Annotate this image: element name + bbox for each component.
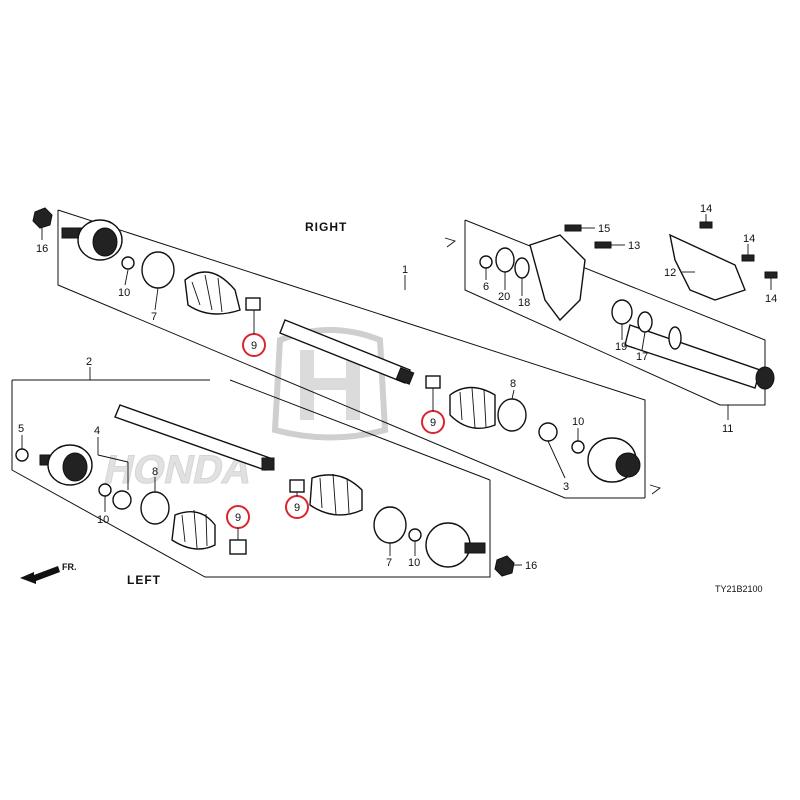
circlip-17 (637, 311, 653, 333)
callout-9: 9 (251, 340, 257, 352)
band-9a (245, 297, 261, 311)
right-bearing-frame (464, 219, 766, 406)
callout-4: 4 (94, 425, 100, 437)
callout-14: 14 (765, 293, 777, 305)
boot-band-7-left (373, 506, 407, 544)
nut-16-right (32, 207, 53, 229)
band-9c (289, 479, 305, 493)
spider-4 (112, 490, 132, 510)
circlip-6 (479, 255, 493, 269)
callout-14: 14 (700, 203, 712, 215)
callout-8: 8 (152, 466, 158, 478)
right-outer-cv-joint (61, 219, 123, 261)
callout-10: 10 (118, 287, 130, 299)
callout-15: 15 (598, 223, 610, 235)
heat-shield-12 (669, 233, 746, 301)
front-arrow-icon (20, 566, 60, 584)
right-assembly-frame (57, 210, 645, 499)
arrow-right-frame (444, 237, 456, 248)
left-driveshaft (114, 404, 275, 471)
boot-band-7-right (141, 251, 175, 289)
spider-3 (538, 422, 558, 442)
callout-7: 7 (151, 311, 157, 323)
callout-18: 18 (518, 297, 530, 309)
bearing-bracket (529, 234, 586, 322)
callout-16: 16 (525, 560, 537, 572)
circlip-10c (98, 483, 112, 497)
callout-10: 10 (97, 514, 109, 526)
left-boot-outer (171, 509, 216, 550)
left-inner-joint (425, 522, 486, 568)
callout-10: 10 (408, 557, 420, 569)
circlip-5 (15, 448, 29, 462)
right-driveshaft (279, 319, 775, 390)
bolt-14c (764, 271, 778, 279)
left-header: LEFT (127, 573, 161, 587)
callout-6: 6 (483, 281, 489, 293)
callout-9: 9 (235, 512, 241, 524)
bearing-20 (495, 247, 515, 273)
left-assembly-frame (11, 380, 491, 578)
callout-labels: 16 10 7 9 1 6 20 18 15 13 14 14 14 12 19… (18, 203, 777, 572)
left-boot-inner (309, 473, 363, 516)
callout-8: 8 (510, 378, 516, 390)
bearing-19 (611, 299, 633, 325)
callout-11: 11 (722, 423, 733, 435)
band-9d (229, 539, 247, 555)
callout-9: 9 (294, 502, 300, 514)
bolt-14b (741, 254, 755, 262)
callout-20: 20 (498, 291, 510, 303)
callout-19: 19 (615, 341, 627, 353)
callout-2: 2 (86, 356, 92, 368)
bolt-15 (564, 224, 582, 232)
callout-7: 7 (386, 557, 392, 569)
callout-16: 16 (36, 243, 48, 255)
nut-16-left (494, 555, 515, 577)
right-header: RIGHT (305, 220, 347, 234)
callout-3: 3 (563, 481, 569, 493)
callout-13: 13 (628, 240, 640, 252)
circlip-10a (121, 256, 135, 270)
arrow-right-end (649, 484, 661, 495)
bolt-14a (699, 221, 713, 229)
callout-14: 14 (743, 233, 755, 245)
boot-band-8-right (497, 398, 527, 432)
band-9b (425, 375, 441, 389)
diagram-code: TY21B2100 (715, 584, 763, 594)
right-boot-outer (184, 271, 241, 315)
left-outer-cv-joint (39, 444, 93, 486)
bolt-13 (594, 241, 612, 249)
callout-12: 12 (664, 267, 676, 279)
callout-17: 17 (636, 351, 648, 363)
callout-5: 5 (18, 423, 24, 435)
right-assembly-frame-top (57, 209, 646, 498)
seal-18 (514, 257, 530, 279)
circlip-10b (571, 440, 585, 454)
callout-1: 1 (402, 264, 408, 276)
right-inner-joint (587, 437, 641, 483)
circlip-10d (408, 528, 422, 542)
boot-band-8-left (140, 491, 170, 525)
callout-9: 9 (430, 417, 436, 429)
direction-label: FR. (62, 562, 77, 572)
right-boot-inner (449, 386, 496, 429)
callout-10: 10 (572, 416, 584, 428)
left-frame-diag (229, 379, 491, 481)
leader-lines (21, 214, 772, 566)
